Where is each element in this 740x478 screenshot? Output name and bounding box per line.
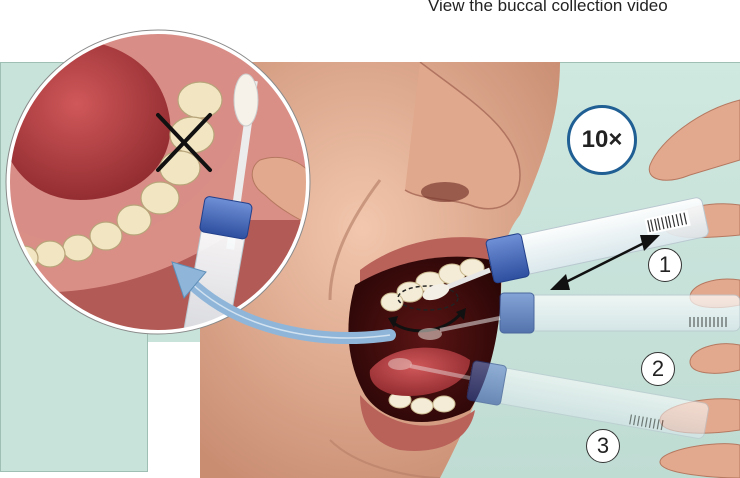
step-3-marker: 3 bbox=[586, 429, 620, 463]
step-1-marker: 1 bbox=[648, 248, 682, 282]
step-2-marker: 2 bbox=[641, 352, 675, 386]
repeat-count-badge: 10× bbox=[567, 105, 637, 175]
